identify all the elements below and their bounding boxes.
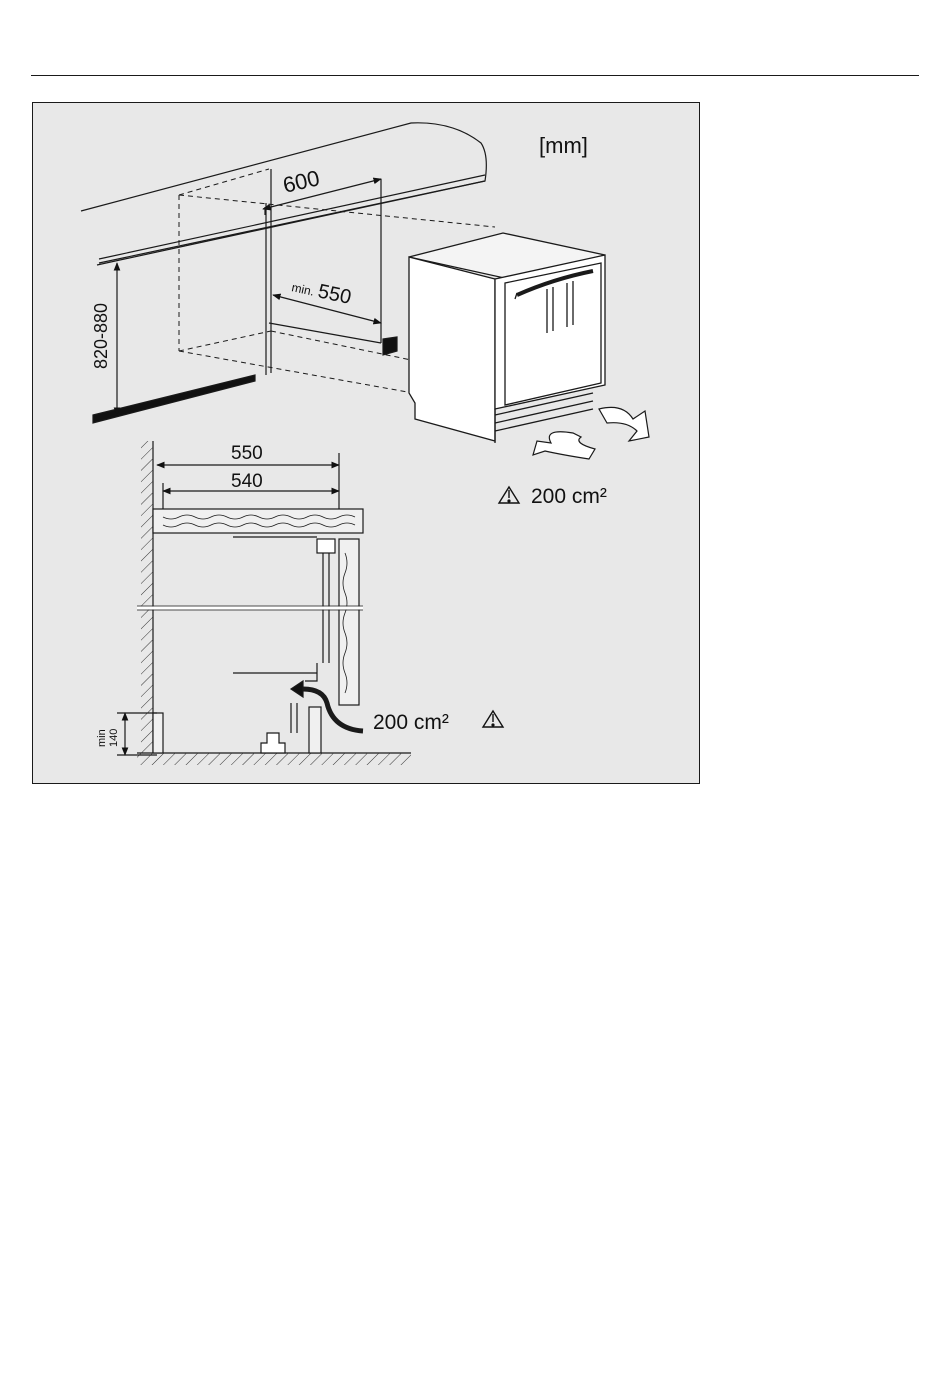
warning-triangle-icon [483, 711, 503, 727]
plinth-height-value: 140 [108, 729, 120, 747]
niche-width-label: 600 [281, 165, 322, 198]
cross-section-view [117, 441, 411, 765]
worktop-section [153, 509, 363, 533]
countertop-edge [81, 123, 486, 263]
appliance-cabinet [409, 233, 605, 443]
airflow-arrow-icon [533, 407, 649, 459]
installation-drawing: [mm] 600 min. 550 820-880 550 540 min 14… [33, 103, 700, 784]
warning-triangle-icon [499, 487, 519, 503]
floor-strip-right [383, 337, 397, 355]
niche-depth-value: 550 [316, 280, 353, 308]
side-ventilation-area: 200 cm² [373, 711, 449, 734]
unit-label: [mm] [539, 133, 588, 158]
niche-height-label: 820-880 [91, 303, 111, 369]
wall-hatching [141, 441, 153, 753]
plinth-height-prefix: min [96, 729, 108, 747]
top-divider-line [31, 75, 919, 76]
counter-depth-label: 550 [231, 443, 263, 464]
installation-diagram: [mm] 600 min. 550 820-880 550 540 min 14… [32, 102, 700, 784]
floor-hatching [137, 753, 411, 765]
niche-depth-prefix: min. [290, 280, 315, 298]
front-ventilation-area: 200 cm² [531, 485, 607, 508]
inner-depth-label: 540 [231, 471, 263, 492]
furniture-door [339, 539, 359, 705]
dim-line-600 [263, 179, 381, 209]
